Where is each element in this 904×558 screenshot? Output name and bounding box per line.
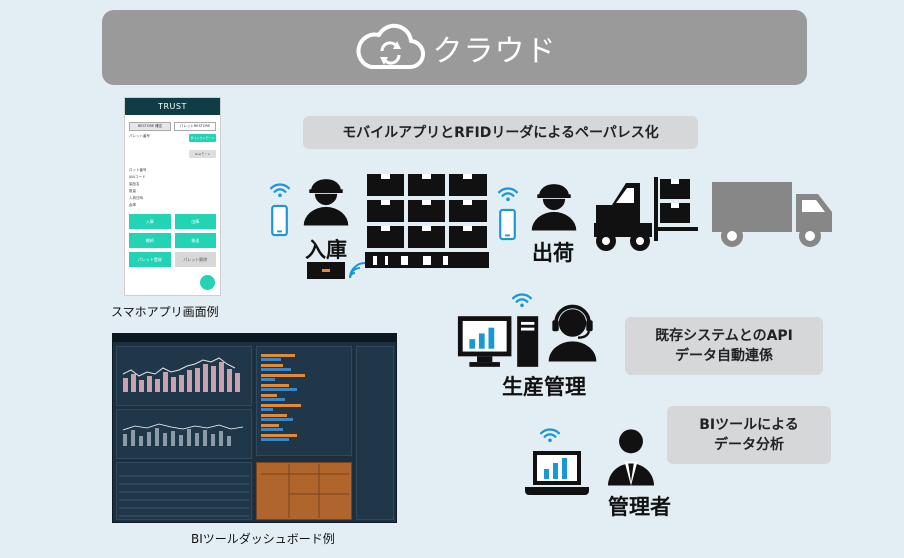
bi-line-2: データ分析 xyxy=(714,437,784,453)
phone-outbound-button: 出庫 xyxy=(174,214,216,229)
phone-inbound-button: 入庫 xyxy=(129,214,171,229)
dashboard-topbar xyxy=(113,334,396,342)
phone-field-row: 入荷日時 xyxy=(129,196,143,200)
dashboard-panel xyxy=(356,346,394,520)
production-label: 生産管理 xyxy=(502,375,586,399)
phone-field-row: Newモード xyxy=(125,144,220,160)
phone-field-row: 製品名 xyxy=(129,182,140,186)
smartphone-icon xyxy=(271,204,288,237)
operator-headset-icon xyxy=(548,304,597,362)
phone-inventory-button: 棚卸 xyxy=(129,233,171,248)
pallet-boxes-icon xyxy=(365,174,489,268)
bi-dashboard-mockup xyxy=(112,333,397,523)
phone-app-title: TRUST xyxy=(158,102,187,111)
phone-fab-button xyxy=(200,275,215,290)
cloud-sync-icon xyxy=(356,23,425,69)
phone-app-mockup: TRUST RESTORE 確定 パレットRESTORE パレット番号 ダイレク… xyxy=(124,97,221,296)
inbound-label: 入庫 xyxy=(305,238,347,262)
worker-icon xyxy=(303,179,349,226)
phone-field-row: JANコード xyxy=(129,175,146,179)
rfid-reader-icon xyxy=(307,262,366,279)
wifi-icon xyxy=(269,183,291,198)
headline-label: モバイルアプリとRFIDリーダによるペーパレス化 xyxy=(303,116,698,149)
phone-tabs: RESTORE 確定 パレットRESTORE xyxy=(125,115,220,134)
api-integration-label: 既存システムとのAPI データ自動連係 xyxy=(625,317,823,375)
phone-field-row: 倉庫 xyxy=(129,203,136,207)
cloud-banner: クラウド xyxy=(102,10,807,85)
forklift-icon xyxy=(594,177,698,251)
phone-pallet-release-button: パレット解除 xyxy=(174,252,216,267)
phone-app-header: TRUST xyxy=(125,98,220,115)
dashboard-caption: BIツールダッシュボード例 xyxy=(191,532,335,546)
bi-analysis-label: BIツールによる データ分析 xyxy=(667,406,831,464)
api-line-1: 既存システムとのAPI xyxy=(655,328,793,344)
wifi-icon xyxy=(539,428,561,443)
smartphone-icon xyxy=(499,208,516,241)
dashboard-charts-overlay xyxy=(119,354,349,518)
phone-caption: スマホアプリ画面例 xyxy=(111,305,219,319)
phone-mode-pill: Newモード xyxy=(189,150,216,158)
phone-mode-pill: ダイレクトモード xyxy=(189,134,216,142)
phone-pallet-register-button: パレット登録 xyxy=(129,252,171,267)
businessman-icon xyxy=(608,429,654,486)
worker-icon xyxy=(531,184,577,231)
laptop-icon xyxy=(525,451,589,495)
dashboard-treemap xyxy=(256,462,352,520)
phone-field-row: パレット番号 ダイレクトモード xyxy=(125,134,220,144)
desktop-computer-icon xyxy=(457,316,539,367)
api-line-2: データ自動連係 xyxy=(675,348,773,364)
dashboard-panel xyxy=(116,409,252,459)
wifi-icon xyxy=(497,187,519,202)
truck-icon xyxy=(712,182,832,247)
phone-field-label: パレット番号 xyxy=(129,134,150,138)
outbound-label: 出荷 xyxy=(532,241,574,265)
phone-tab: RESTORE 確定 xyxy=(129,122,171,131)
phone-tab: パレットRESTORE xyxy=(174,122,216,131)
bi-line-1: BIツールによる xyxy=(699,417,799,433)
phone-field-row: 数量 xyxy=(129,189,136,193)
phone-button-grid: 入庫 出庫 棚卸 移送 パレット登録 パレット解除 xyxy=(125,210,220,267)
phone-transfer-button: 移送 xyxy=(174,233,216,248)
dashboard-panel xyxy=(116,462,252,520)
headline-text: モバイルアプリとRFIDリーダによるペーパレス化 xyxy=(342,124,659,141)
wifi-icon xyxy=(511,293,533,308)
phone-field-row: ロット番号 xyxy=(129,168,147,172)
manager-label: 管理者 xyxy=(608,495,671,519)
cloud-title: クラウド xyxy=(432,33,557,69)
